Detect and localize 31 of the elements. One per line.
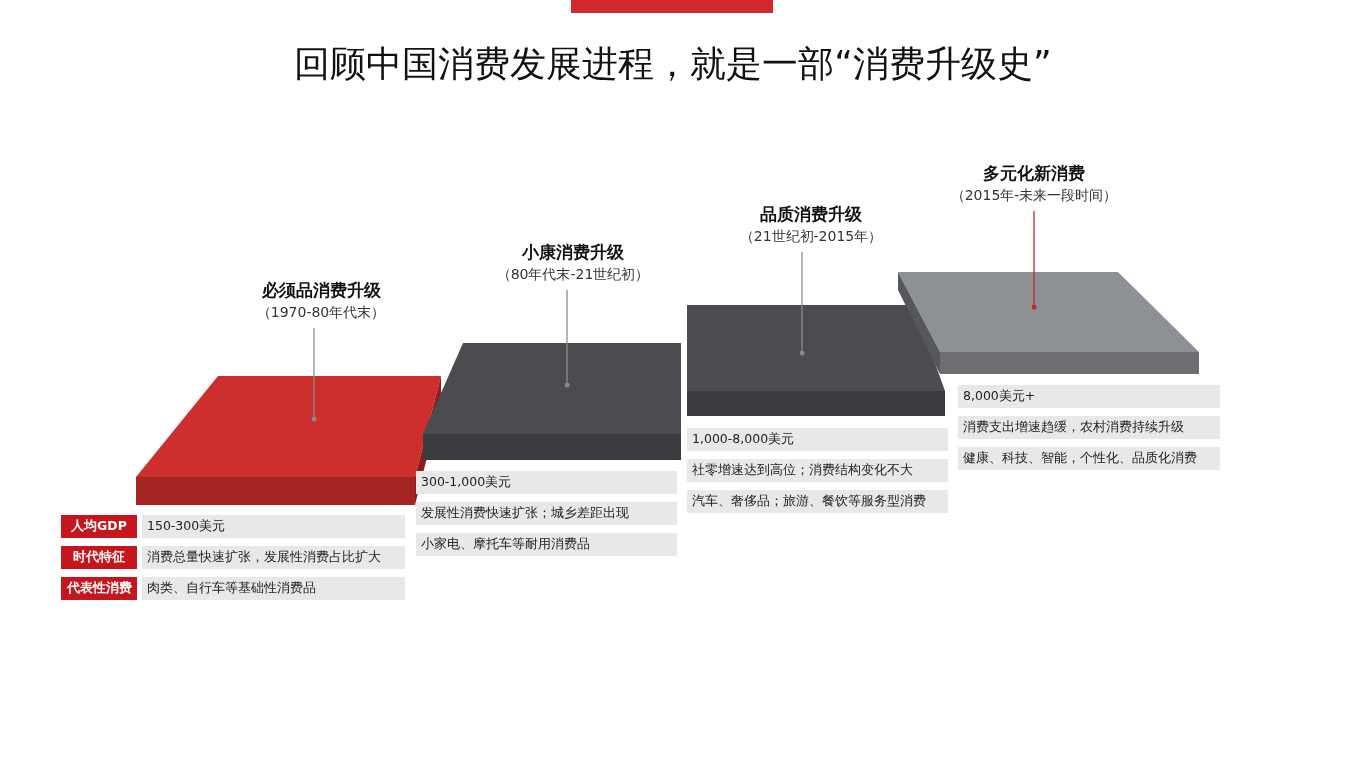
stage-heading: 多元化新消费	[983, 162, 1085, 185]
info-bar: 1,000-8,000美元	[687, 428, 948, 451]
slab-block	[687, 305, 945, 416]
info-bar: 肉类、自行车等基础性消费品	[142, 577, 405, 600]
leader-line	[311, 327, 317, 422]
leader-line	[799, 251, 805, 356]
info-bar: 健康、科技、智能，个性化、品质化消费	[958, 447, 1220, 470]
slab-block	[898, 272, 1199, 374]
slab-block	[423, 343, 681, 460]
leader-line	[1031, 210, 1037, 310]
info-bar: 发展性消费快速扩张；城乡差距出现	[416, 502, 677, 525]
stage-heading: 必须品消费升级	[261, 279, 381, 302]
leader-line	[564, 289, 570, 388]
info-bar: 消费支出增速趋缓，农村消费持续升级	[958, 416, 1220, 439]
info-bar: 汽车、奢侈品；旅游、餐饮等服务型消费	[687, 490, 948, 513]
period-label: （80年代末-21世纪初）	[496, 266, 650, 284]
info-bar: 社零增速达到高位；消费结构变化不大	[687, 459, 948, 482]
info-bar: 150-300美元	[142, 515, 405, 538]
period-label: （2015年-未来一段时间）	[950, 187, 1118, 205]
info-bar: 300-1,000美元	[416, 471, 677, 494]
period-label: （21世纪初-2015年）	[739, 228, 883, 246]
info-bar: 8,000美元+	[958, 385, 1220, 408]
row-header: 代表性消费	[61, 577, 137, 600]
stage-heading: 品质消费升级	[760, 203, 862, 226]
period-label: （1970-80年代末）	[256, 304, 386, 322]
title: 回顾中国消费发展进程，就是一部“消费升级史”	[293, 42, 1053, 86]
row-header: 人均GDP	[61, 515, 137, 538]
row-header: 时代特征	[61, 546, 137, 569]
info-bar: 消费总量快速扩张，发展性消费占比扩大	[142, 546, 405, 569]
stage-heading: 小康消费升级	[522, 241, 624, 264]
info-bar: 小家电、摩托车等耐用消费品	[416, 533, 677, 556]
